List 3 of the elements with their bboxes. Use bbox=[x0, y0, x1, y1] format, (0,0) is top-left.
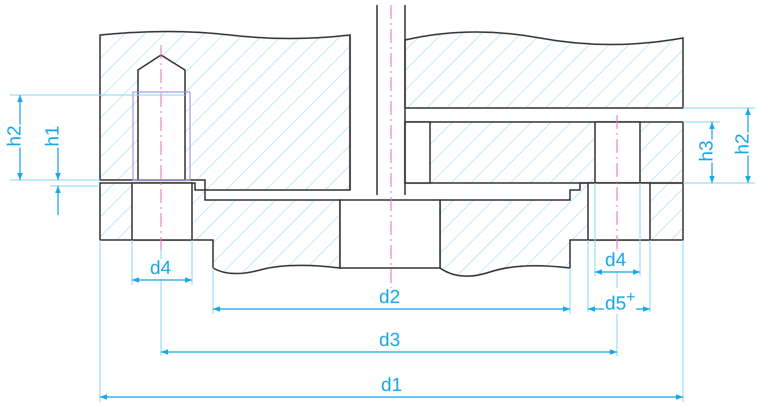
dimension-label: d4 bbox=[604, 251, 628, 271]
dimension-label: d5$^{+}$ bbox=[604, 288, 636, 314]
dimension-label: d4 bbox=[149, 259, 172, 279]
